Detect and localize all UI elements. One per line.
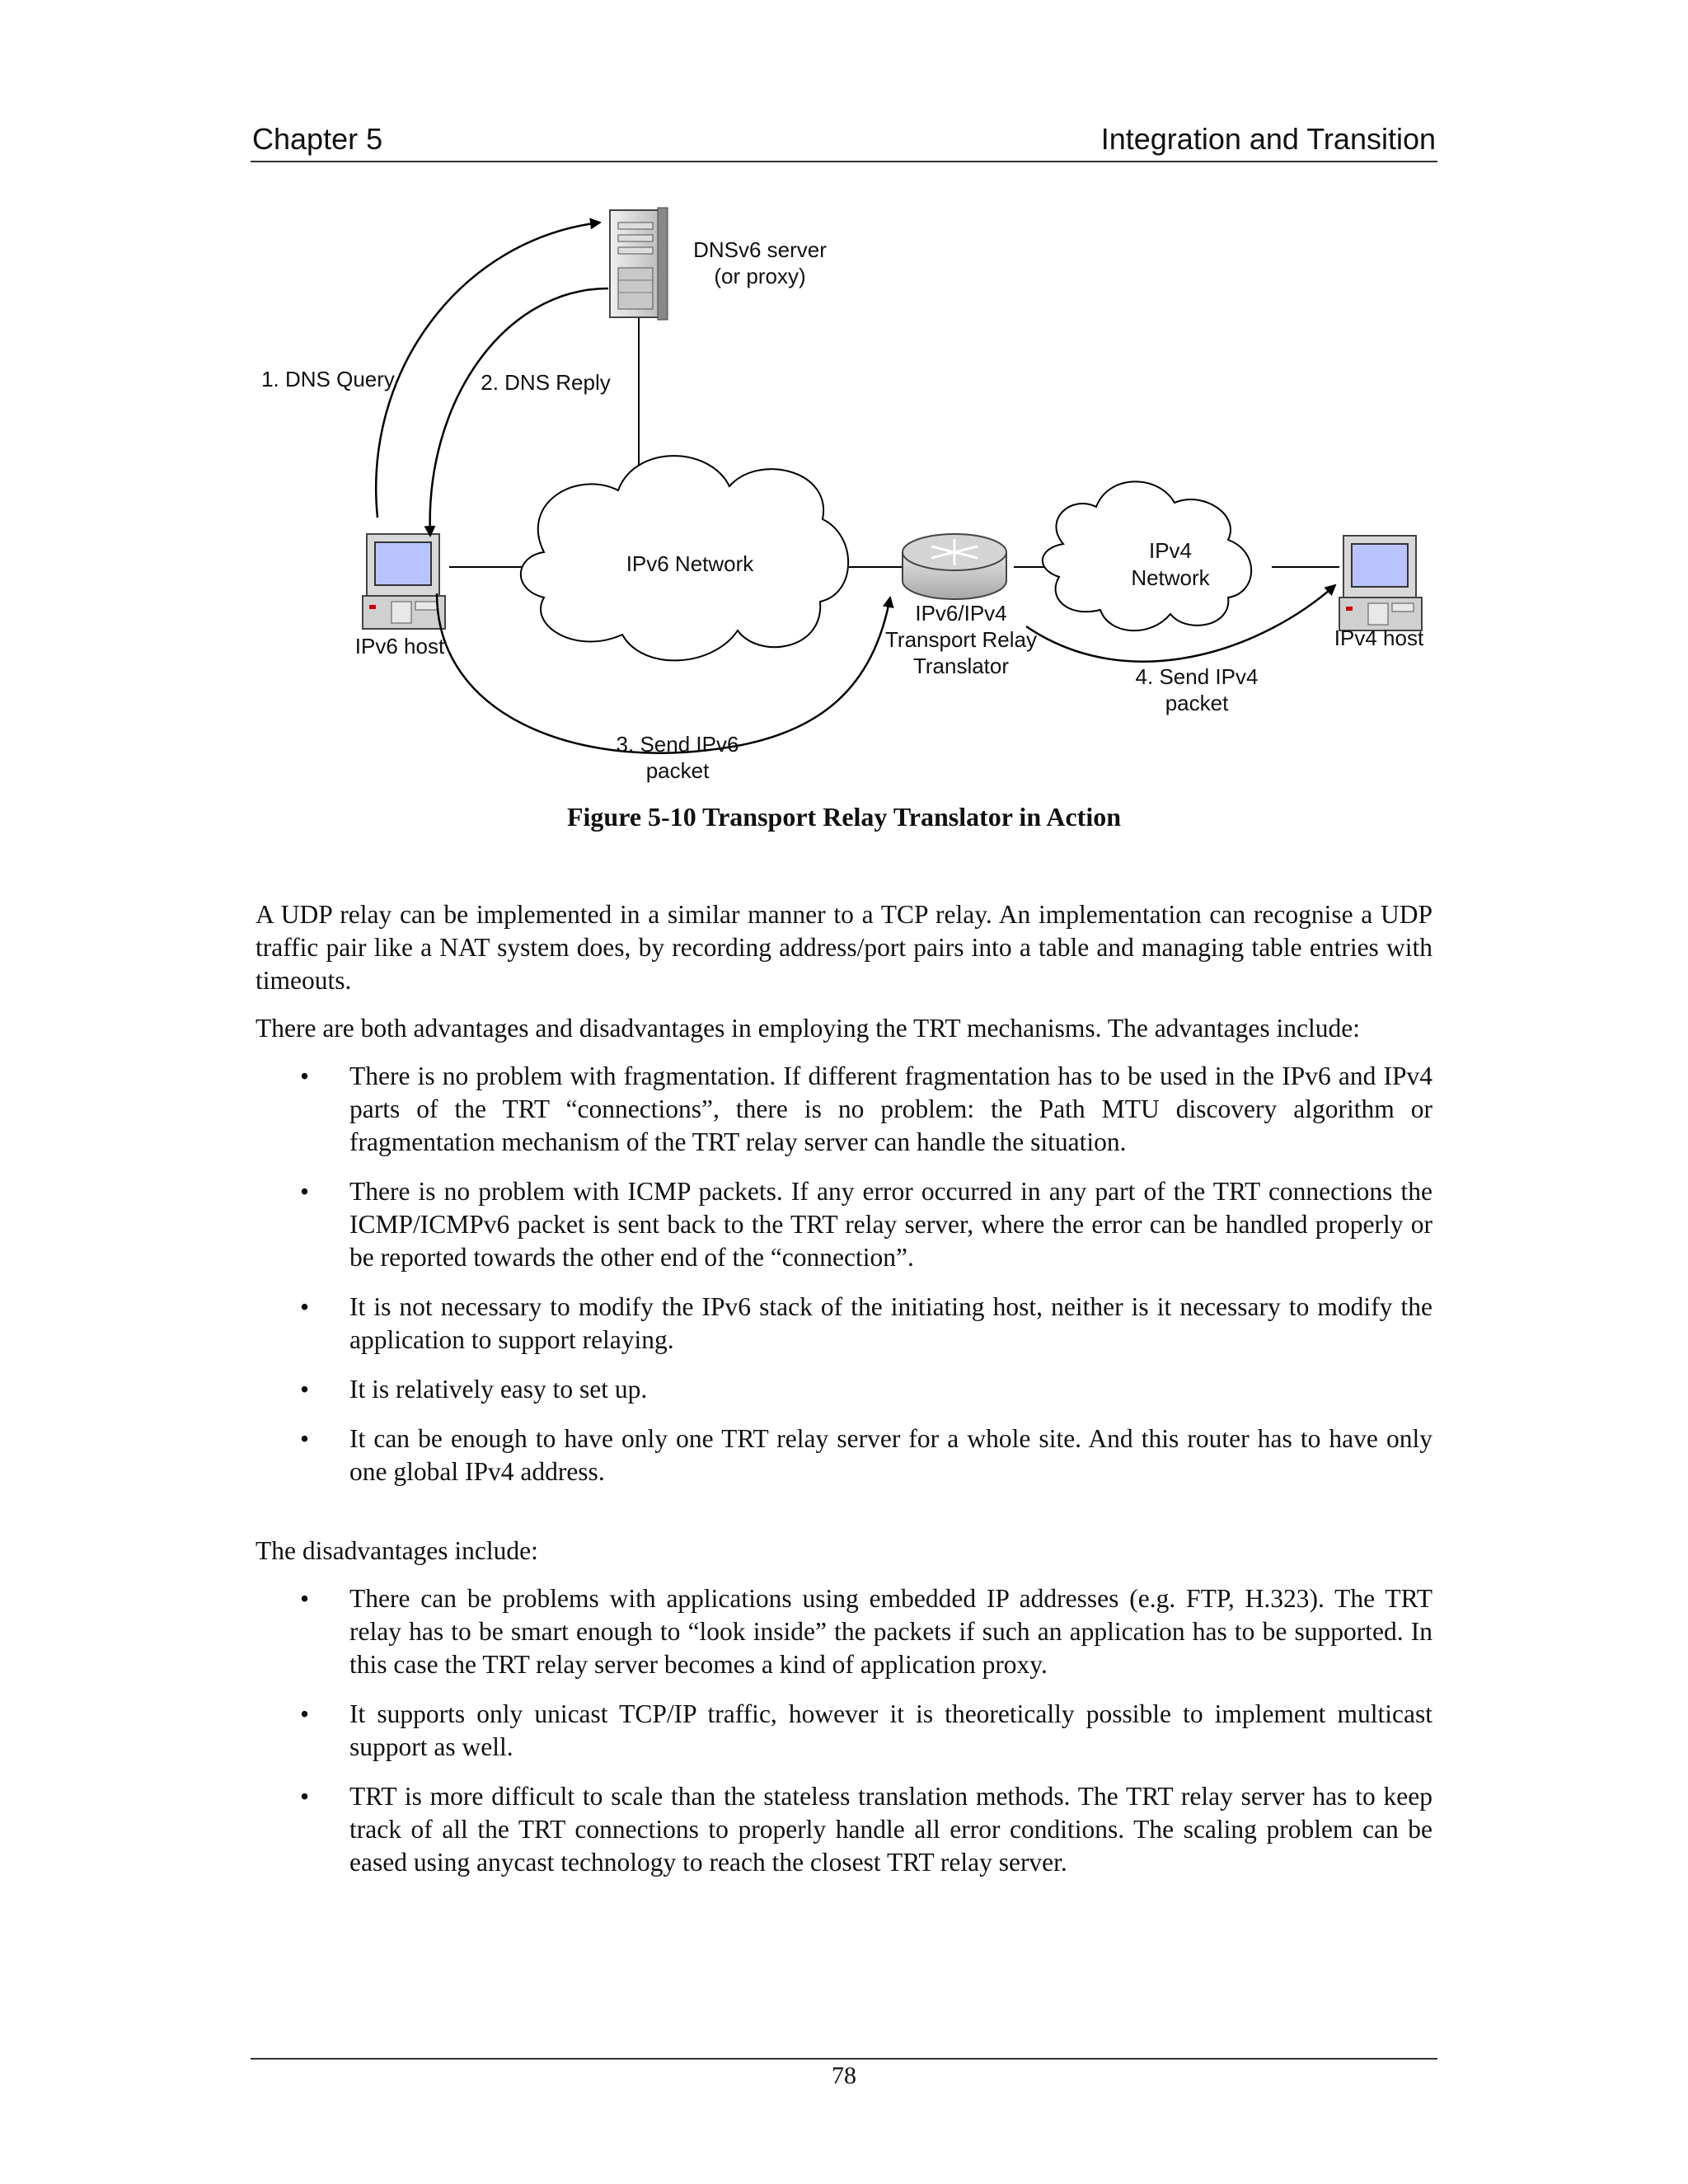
paragraph-advantages-intro: There are both advantages and disadvanta…	[256, 1014, 1360, 1043]
list-item: • There is no problem with ICMP packets. …	[256, 1175, 1432, 1274]
translator-router-icon	[902, 533, 1007, 600]
list-item-text: It supports only unicast TCP/IP traffic,…	[349, 1699, 1432, 1761]
body-text: A UDP relay can be implemented in a simi…	[256, 898, 1432, 1896]
disadvantages-list: • There can be problems with applications…	[256, 1582, 1432, 1879]
spacer	[256, 1505, 1432, 1535]
ipv4-host-label: IPv4 host	[1334, 626, 1424, 650]
list-item-text: There is no problem with fragmentation. …	[349, 1062, 1432, 1156]
list-item: • There is no problem with fragmentation.…	[256, 1060, 1432, 1159]
list-item-text: It is relatively easy to set up.	[349, 1375, 648, 1404]
connection-lines	[449, 312, 1339, 568]
ipv4-network-label-line2: Network	[1131, 565, 1210, 590]
list-item: • There can be problems with applications…	[256, 1582, 1432, 1681]
list-item: • It is not necessary to modify the IPv6 …	[256, 1291, 1432, 1357]
paragraph-disadvantages-intro: The disadvantages include:	[256, 1536, 538, 1565]
bullet-icon: •	[300, 1062, 310, 1090]
send-ipv4-label-line1: 4. Send IPv4	[1136, 664, 1259, 689]
flow-arrows	[375, 218, 1337, 754]
ipv4-host-icon	[1339, 535, 1423, 631]
dns-server-icon	[609, 207, 668, 321]
bullet-icon: •	[300, 1782, 310, 1811]
footer-rule	[251, 2058, 1437, 2060]
list-item: • It supports only unicast TCP/IP traffic…	[256, 1698, 1432, 1764]
bullet-icon: •	[300, 1375, 310, 1404]
send-ipv6-label-line2: packet	[646, 758, 710, 783]
ipv6-host-icon	[362, 533, 446, 630]
bullet-icon: •	[300, 1292, 310, 1321]
dns-reply-label: 2. DNS Reply	[481, 370, 611, 395]
list-item: • It is relatively easy to set up.	[256, 1373, 1432, 1406]
trt-diagram: IPv6 Network IPv4 Network DNSv6 server (	[231, 190, 1451, 799]
list-item-text: There can be problems with applications …	[349, 1584, 1432, 1679]
dns-server-label-line1: DNSv6 server	[693, 237, 827, 262]
ipv4-network-cloud: IPv4 Network	[1042, 480, 1253, 632]
page-number: 78	[832, 2062, 856, 2089]
send-ipv6-label-line1: 3. Send IPv6	[617, 732, 739, 757]
translator-label-line2: Transport Relay	[885, 627, 1037, 652]
list-item: • It can be enough to have only one TRT r…	[256, 1422, 1432, 1488]
bullet-icon: •	[300, 1584, 310, 1613]
chapter-header: Chapter 5	[252, 122, 383, 156]
translator-label-line1: IPv6/IPv4	[915, 601, 1006, 626]
dns-query-label: 1. DNS Query	[261, 367, 395, 391]
paragraph-udp-relay: A UDP relay can be implemented in a simi…	[256, 900, 1432, 995]
list-item: • TRT is more difficult to scale than the…	[256, 1780, 1432, 1879]
list-item-text: There is no problem with ICMP packets. I…	[349, 1177, 1432, 1272]
ipv6-network-label: IPv6 Network	[626, 551, 755, 576]
bullet-icon: •	[300, 1699, 310, 1728]
list-item-text: TRT is more difficult to scale than the …	[349, 1782, 1432, 1877]
bullet-icon: •	[300, 1177, 310, 1206]
send-ipv4-label-line2: packet	[1165, 691, 1229, 715]
list-item-text: It is not necessary to modify the IPv6 s…	[349, 1292, 1432, 1354]
bullet-icon: •	[300, 1424, 310, 1453]
ipv6-host-label: IPv6 host	[355, 634, 445, 658]
ipv4-network-label-line1: IPv4	[1149, 538, 1192, 563]
ipv6-network-cloud: IPv6 Network	[519, 455, 850, 662]
dns-server-label-line2: (or proxy)	[714, 264, 805, 288]
figure-caption: Figure 5-10 Transport Relay Translator i…	[566, 802, 1121, 832]
advantages-list: • There is no problem with fragmentation.…	[256, 1060, 1432, 1488]
header-rule	[251, 161, 1437, 162]
list-item-text: It can be enough to have only one TRT re…	[349, 1424, 1432, 1486]
translator-label-line3: Translator	[913, 654, 1009, 678]
section-header: Integration and Transition	[1100, 122, 1436, 156]
